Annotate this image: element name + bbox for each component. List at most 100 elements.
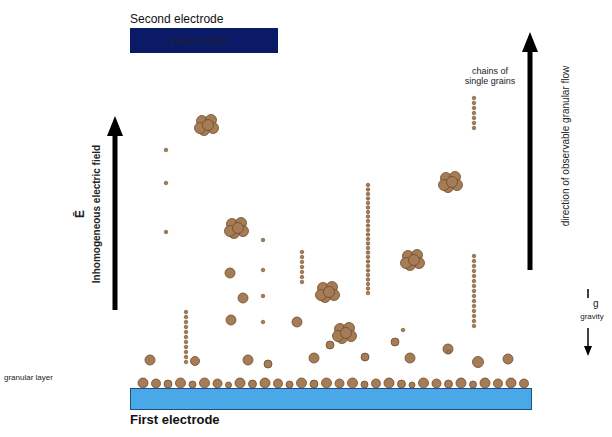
first-electrode: First electrode [130,388,532,410]
chain-grain [472,274,476,278]
chain-grain [472,299,476,303]
chain-grain [184,345,188,349]
grain [226,315,236,325]
chain-grain [366,278,370,282]
chain-grain [366,228,370,232]
chain-grain [472,254,476,258]
grain [274,379,283,388]
grain [286,381,293,388]
grain [361,381,368,388]
chain-grain [472,314,476,318]
grain [324,287,335,298]
chain-grain [472,121,476,125]
chain-grain [472,294,476,298]
chain-grain [472,259,476,263]
chain-grain [366,242,370,246]
grain [310,380,318,388]
grain [503,354,513,364]
grain [405,353,415,363]
chain-grain [472,101,476,105]
chain-grain [184,350,188,354]
chain-grain [366,260,370,264]
chain-grain [300,270,304,274]
grain [447,177,458,188]
grain [341,328,352,339]
chain-grain [184,320,188,324]
chain-grain [472,126,476,130]
chain-grain [366,233,370,237]
grain [200,378,210,388]
grain [249,380,257,388]
grain [264,360,272,368]
chain-grain [472,116,476,120]
chain-grain [184,310,188,314]
chain-grain [184,325,188,329]
chain-grain [472,284,476,288]
grain [238,293,248,303]
grain [176,378,186,388]
chain-grain [300,275,304,279]
chain-grain [472,111,476,115]
chain-grain [366,201,370,205]
grain [213,379,222,388]
chain-grain [184,315,188,319]
chain-grain [366,251,370,255]
chain-grain [366,269,370,273]
grain [520,379,529,388]
electrode-label: Second electrode [130,12,223,26]
field-arrow-shaft [113,134,118,310]
grain [326,341,334,349]
grain [445,380,453,388]
electrode-label: First electrode [130,412,220,427]
grain [398,380,406,388]
grain [145,355,155,365]
chain-grain [366,215,370,219]
chain-grain [366,183,370,187]
arrows [107,32,592,356]
grain [235,378,245,388]
chain-grain [164,148,168,152]
chain-grain [164,181,168,185]
chain-grain [300,265,304,269]
chain-grain [472,319,476,323]
gravity-arrow-top [587,289,589,298]
grain [361,353,369,361]
chain-grain [472,269,476,273]
grain [480,378,490,388]
chain-grain [366,237,370,241]
layer-label: granular layer [4,373,53,382]
chains-label: chains of single grains [460,66,520,87]
field-label: Inhomogeneous electric field [91,145,103,283]
flow-arrowhead [522,32,538,52]
grain [419,378,429,388]
chain-grain [366,219,370,223]
chain-grain [261,320,265,324]
grain [164,380,172,388]
chain-grain [184,360,188,364]
grain [384,378,394,388]
chain-grain [300,255,304,259]
gravity-arrow-shaft [587,328,589,348]
chain-grain [261,238,265,242]
chain-grain [366,197,370,201]
chain-grain [401,328,405,332]
grain [470,381,477,388]
chain-grain [472,309,476,313]
grain [348,378,358,388]
grain [309,353,319,363]
grain [292,317,302,327]
flow-label: direction of observable granular flow [560,66,572,227]
gravity-symbol: g [593,298,605,310]
chain-grain [366,291,370,295]
chain-grain [184,340,188,344]
grain [335,379,344,388]
field-symbol: Ē [74,210,88,218]
chain-grain [184,330,188,334]
chain-grain [366,273,370,277]
grain [189,381,196,388]
chain-grain [366,246,370,250]
grain [297,378,307,388]
grains [138,96,529,388]
chain-grain [261,294,265,298]
chain-grain [472,324,476,328]
